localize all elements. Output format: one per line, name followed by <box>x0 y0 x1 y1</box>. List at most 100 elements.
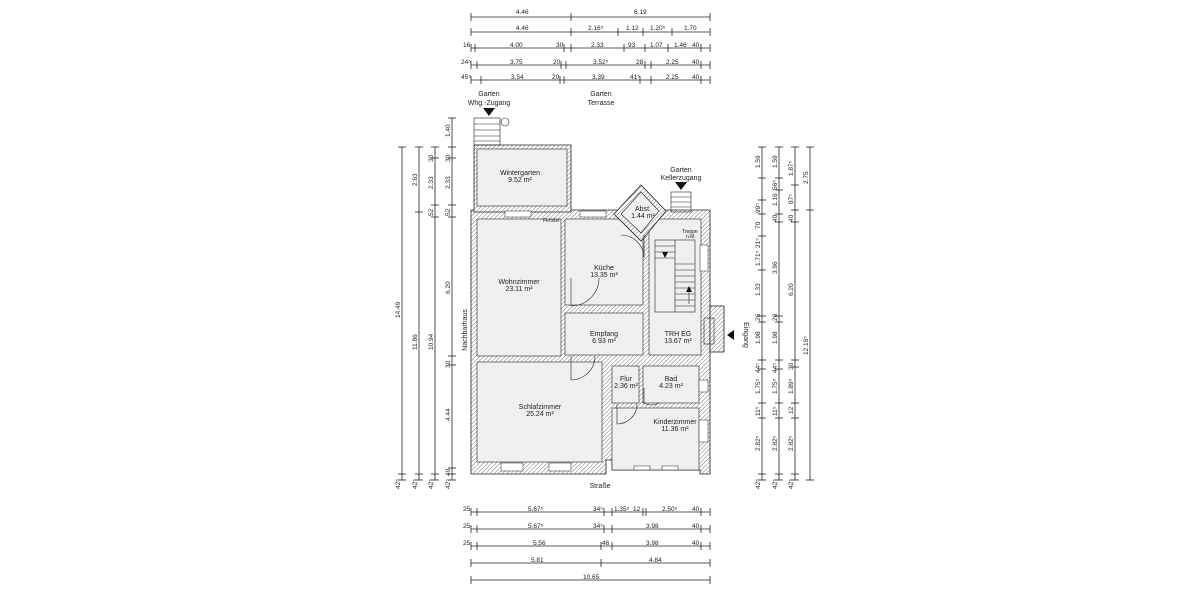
dim-top-2-5: 1.70 <box>684 25 697 32</box>
room-label-empfang: Empfang <box>590 331 618 338</box>
dim-top-5-7: 40 <box>692 74 700 81</box>
dim-left-3-5: 30 <box>428 154 435 162</box>
dim-bottom-3-5: 40 <box>692 540 700 547</box>
dim-top-3-6: 1.07 <box>650 42 663 49</box>
dim-right-3-1: 42⁵ <box>788 479 795 489</box>
room-label-wintergarten: Wintergarten <box>500 170 540 177</box>
dim-top-3-3: 30 <box>556 42 564 49</box>
dim-right-2-1: 42⁵ <box>772 479 779 489</box>
room-area-kinderzimmer: 11.36 m² <box>661 426 689 433</box>
dim-top-4-6: 2.25 <box>666 59 679 66</box>
street-label: Straße <box>589 483 610 490</box>
right-dimension-chains: 42⁵ 2.82⁵ 11⁵ 1.75⁵ 44⁵ 1.98 26 1.33 1.7… <box>755 146 814 489</box>
dim-top-5-6: 2.25 <box>666 74 679 81</box>
dim-top-2-1: 4.46 <box>516 25 529 32</box>
dim-bottom-3-1: 25 <box>463 540 471 547</box>
dim-top-4-2: 3.75 <box>510 59 523 66</box>
dim-right-3-4: 1.89⁵ <box>788 378 795 394</box>
dim-right-4-2: 2.75 <box>803 171 810 184</box>
dim-right-3-9: 1.87⁵ <box>788 160 795 176</box>
dim-right-1-13: 1.59 <box>755 155 762 168</box>
internal-staircase <box>654 239 696 313</box>
dim-left-4-1: 42⁵ <box>445 479 452 489</box>
dim-top-4-5: 28 <box>636 59 644 66</box>
dim-right-1-12: 99⁵ <box>755 203 762 213</box>
left-dimension-chains: 42⁵ 14.49 42⁵ 11.86 2.63 42⁵ 10.94 52 2.… <box>395 117 456 489</box>
bottom-dimension-chains: 25 5.67⁵ 34⁵ 1.35⁵ 12 2.50⁵ 40 25 5.67⁵ … <box>463 506 711 584</box>
dim-top-5-4: 3.39 <box>592 74 605 81</box>
dim-left-4-8: 30 <box>445 154 452 162</box>
dim-bottom-2-4: 3.98 <box>646 523 659 530</box>
room-area-abst: 1.44 m² <box>631 213 655 220</box>
room-flur <box>611 365 640 404</box>
dim-right-2-6: 1.98 <box>772 331 779 344</box>
dim-left-4-7: 2.33 <box>445 176 452 189</box>
entrance-arrow-icon <box>727 330 734 340</box>
dim-right-2-12: 1.59 <box>772 155 779 168</box>
dim-bottom-1-2: 5.67⁵ <box>528 506 544 513</box>
room-area-schlafzimmer: 25.24 m² <box>526 411 554 418</box>
stairs-label: Treppe <box>682 229 698 235</box>
room-wohnzimmer <box>476 218 562 357</box>
dim-bottom-1-4: 1.35⁵ <box>614 506 630 513</box>
dim-top-3-7: 1.46 <box>674 42 687 49</box>
dim-right-2-11: 56⁵ <box>772 180 779 190</box>
dim-right-2-2: 2.82⁵ <box>772 435 779 451</box>
dim-bottom-1-1: 25 <box>463 506 471 513</box>
room-area-wohnzimmer: 23.11 m² <box>505 286 533 293</box>
dim-top-4-1: 24⁵ <box>461 59 471 66</box>
dim-right-1-7: 26 <box>755 313 762 321</box>
dim-top-3-5: 93 <box>628 42 636 49</box>
dim-right-3-8: 87⁵ <box>788 194 795 204</box>
dim-top-3-1: 16 <box>463 42 471 49</box>
dim-left-3-1: 42⁵ <box>428 479 435 489</box>
dim-right-1-2: 2.82⁵ <box>755 435 762 451</box>
dim-right-2-8: 3.96 <box>772 261 779 274</box>
dim-top-1-1: 4.46 <box>516 9 529 16</box>
room-label-flur: Flur <box>620 376 633 383</box>
entry-arrow-right-icon <box>675 182 687 190</box>
stairs-sublabel: n.M. <box>686 234 696 240</box>
dim-right-3-5: 30 <box>788 362 795 370</box>
building: Treppe n.M. Eingang Fenster Wintergarten… <box>470 117 749 475</box>
dim-right-3-7: 40 <box>788 214 795 222</box>
dim-right-1-1: 42⁵ <box>755 479 762 489</box>
room-label-bad: Bad <box>665 376 678 383</box>
dim-right-1-11: 70 <box>755 221 762 229</box>
dim-bottom-5-1: 10.65 <box>583 574 600 581</box>
dim-bottom-1-6: 2.50⁵ <box>662 506 678 513</box>
dim-top-3-4: 2.33 <box>591 42 604 49</box>
dim-right-1-9: 1.71⁵ <box>755 250 762 266</box>
room-area-wintergarten: 9.52 m² <box>508 177 532 184</box>
dim-top-2-4: 1.20⁵ <box>650 25 666 32</box>
dim-bottom-2-1: 25 <box>463 523 471 530</box>
room-area-trh: 13.67 m² <box>664 338 692 345</box>
room-abstellraum <box>620 191 660 234</box>
dim-right-2-9: 40 <box>772 214 779 222</box>
dim-right-1-3: 11⁵ <box>755 406 762 416</box>
dim-top-2-2: 2.16⁵ <box>588 25 604 32</box>
dim-right-2-5: 44⁵ <box>772 363 779 373</box>
dim-right-3-6: 6.20 <box>788 283 795 296</box>
stair-up-arrow-icon <box>686 286 692 292</box>
dim-top-4-3: 20 <box>553 59 561 66</box>
garden-left-sublabel: Whg.-Zugang <box>468 100 511 107</box>
dim-right-1-6: 1.98 <box>755 331 762 344</box>
dim-right-1-5: 44⁵ <box>755 363 762 373</box>
dim-top-4-7: 40 <box>692 59 700 66</box>
dim-left-2-2: 11.86 <box>412 334 419 350</box>
dim-left-4-6: 52 <box>445 208 452 216</box>
dim-right-1-10: 21⁵ <box>755 238 762 248</box>
dim-bottom-1-5: 12 <box>633 506 641 513</box>
dim-right-1-8: 1.33 <box>755 283 762 296</box>
dim-top-3-2: 4.00 <box>510 42 523 49</box>
dim-top-5-5: 41⁵ <box>630 74 640 81</box>
entrance-label: Eingang <box>742 322 749 348</box>
room-label-kinderzimmer: Kinderzimmer <box>653 419 697 426</box>
window-label: Fenster <box>543 218 560 224</box>
garden-left-label: Garten <box>478 91 500 98</box>
dim-top-4-4: 3.52⁵ <box>593 59 609 66</box>
dim-left-2-3: 2.63 <box>412 173 419 186</box>
dim-bottom-1-3: 34⁵ <box>593 506 603 513</box>
dim-left-4-2: 40 <box>445 468 452 476</box>
